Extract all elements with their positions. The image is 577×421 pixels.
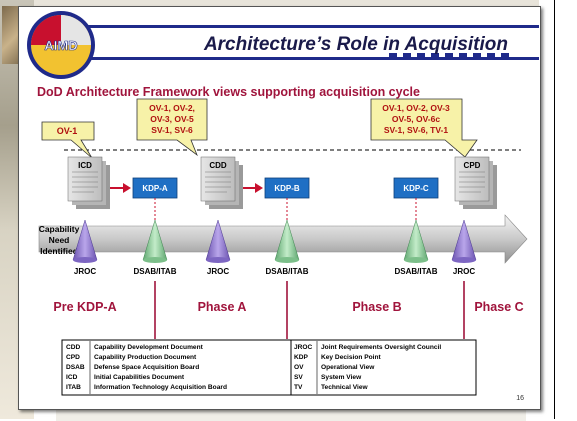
kdp-connectors bbox=[154, 198, 417, 220]
milestone-label: DSAB/ITAB bbox=[395, 267, 438, 276]
glossary-def: Joint Requirements Oversight Council bbox=[321, 344, 441, 351]
callout-line: SV-1, SV-6 bbox=[151, 125, 193, 135]
glossary-abbr: ICD bbox=[66, 374, 78, 381]
callout-ov1: OV-1 bbox=[41, 121, 95, 159]
callout-line: OV-5, OV-6c bbox=[392, 114, 440, 124]
capability-need-label: Capability Need Identified bbox=[39, 224, 80, 256]
glossary-abbr: CDD bbox=[66, 344, 81, 351]
kdp-c-box: KDP-C bbox=[393, 177, 439, 199]
glossary-def: System View bbox=[321, 374, 362, 381]
slide-diagram: AIMD Architecture’s Role in Acquisition … bbox=[27, 11, 539, 402]
glossary-def: Technical View bbox=[321, 384, 369, 391]
glossary-abbr: JROC bbox=[294, 344, 313, 351]
document-icd: ICD bbox=[67, 156, 110, 209]
document-label: ICD bbox=[78, 161, 92, 170]
glossary-def: Information Technology Acquisition Board bbox=[94, 384, 227, 391]
callout-cpd-views: OV-1, OV-2, OV-3 OV-5, OV-6c SV-1, SV-6,… bbox=[370, 98, 478, 158]
capability-line: Need bbox=[49, 235, 70, 245]
logo-text: AIMD bbox=[44, 38, 77, 53]
phase-label: Phase C bbox=[474, 300, 523, 314]
glossary-abbr: CPD bbox=[66, 354, 80, 361]
milestone-label: DSAB/ITAB bbox=[134, 267, 177, 276]
capability-line: Identified bbox=[40, 246, 78, 256]
phase-label: Phase B bbox=[352, 300, 401, 314]
callout-line: OV-1, OV-2, bbox=[149, 103, 195, 113]
glossary-abbr: DSAB bbox=[66, 364, 85, 371]
phase-label: Phase A bbox=[198, 300, 247, 314]
glossary-abbr: ITAB bbox=[66, 384, 81, 391]
jroc-cone-1 bbox=[72, 219, 98, 263]
phase-label: Pre KDP-A bbox=[53, 300, 116, 314]
background-top-strip bbox=[34, 0, 539, 6]
jroc-cone-2 bbox=[205, 219, 231, 263]
background-desktop-right bbox=[539, 0, 577, 419]
glossary-def: Defense Space Acquisition Board bbox=[94, 364, 199, 371]
dsab-cone-1 bbox=[142, 219, 168, 263]
kdp-label: KDP-C bbox=[403, 184, 429, 193]
capability-line: Capability bbox=[39, 224, 80, 234]
glossary-def: Capability Development Document bbox=[94, 344, 204, 351]
document-label: CDD bbox=[209, 161, 227, 170]
glossary-def: Capability Production Document bbox=[94, 354, 197, 361]
doc-to-kdp-arrows bbox=[110, 183, 263, 193]
callout-line: OV-3, OV-5 bbox=[150, 114, 194, 124]
presentation-slide: AIMD Architecture’s Role in Acquisition … bbox=[18, 6, 541, 410]
glossary-abbr: TV bbox=[294, 384, 303, 391]
slide-subtitle: DoD Architecture Framework views support… bbox=[37, 85, 420, 99]
kdp-a-box: KDP-A bbox=[132, 177, 178, 199]
callout-line: OV-1, OV-2, OV-3 bbox=[382, 103, 450, 113]
phase-labels: Pre KDP-A Phase A Phase B Phase C bbox=[53, 300, 523, 314]
kdp-label: KDP-B bbox=[274, 184, 300, 193]
slide-title: Architecture’s Role in Acquisition bbox=[203, 34, 508, 55]
glossary-def: Initial Capabilities Document bbox=[94, 374, 185, 381]
background-divider bbox=[554, 0, 555, 419]
milestone-label: JROC bbox=[453, 267, 475, 276]
callout-line: SV-1, SV-6, TV-1 bbox=[384, 125, 449, 135]
phase-dividers bbox=[154, 281, 465, 339]
kdp-label: KDP-A bbox=[142, 184, 168, 193]
glossary-abbr: KDP bbox=[294, 354, 309, 361]
aimd-logo: AIMD bbox=[27, 11, 95, 79]
kdp-b-box: KDP-B bbox=[264, 177, 310, 199]
glossary-abbr: OV bbox=[294, 364, 304, 371]
document-label: CPD bbox=[464, 161, 481, 170]
glossary-def: Key Decision Point bbox=[321, 354, 382, 361]
milestone-labels: JROC DSAB/ITAB JROC DSAB/ITAB DSAB/ITAB … bbox=[74, 267, 475, 276]
page-number: 16 bbox=[516, 395, 524, 402]
dsab-cone-2 bbox=[274, 219, 300, 263]
document-cdd: CDD bbox=[200, 156, 243, 209]
glossary-def: Operational View bbox=[321, 364, 375, 371]
milestone-label: JROC bbox=[207, 267, 229, 276]
document-cpd: CPD bbox=[454, 156, 497, 209]
glossary-table: CDD Capability Development Document CPD … bbox=[61, 339, 477, 396]
milestone-label: DSAB/ITAB bbox=[266, 267, 309, 276]
dsab-cone-3 bbox=[403, 219, 429, 263]
callout-cdd-views: OV-1, OV-2, OV-3, OV-5 SV-1, SV-6 bbox=[136, 98, 208, 157]
header-stripes bbox=[79, 25, 539, 60]
milestone-label: JROC bbox=[74, 267, 96, 276]
callout-line: OV-1 bbox=[57, 126, 78, 136]
glossary-abbr: SV bbox=[294, 374, 303, 381]
jroc-cone-3 bbox=[451, 219, 477, 263]
